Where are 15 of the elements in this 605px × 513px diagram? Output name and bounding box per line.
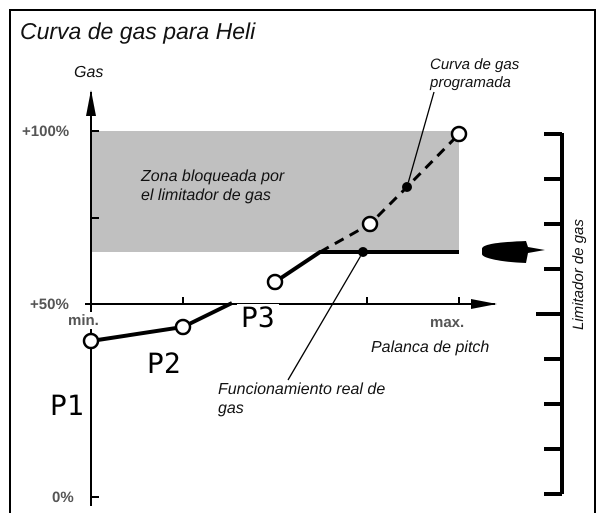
- axis-title: Gas: [74, 64, 104, 82]
- leader-line: [408, 92, 435, 182]
- tick-label: min.: [68, 312, 99, 329]
- blocked-zone: Zona bloqueada por el limitador de gas: [91, 131, 459, 252]
- tick-label: +50%: [30, 296, 69, 313]
- tick-label: +100%: [22, 123, 70, 140]
- callout-text: Curva de gas programada: [430, 56, 555, 92]
- curve-point: [358, 247, 368, 257]
- tick-label: max.: [430, 314, 464, 331]
- scale-title: Limitador de gas: [570, 219, 587, 330]
- callout-text: Funcionamiento real de gas: [218, 380, 398, 418]
- axis-title: Palanca de pitch: [371, 339, 490, 357]
- leader-line: [287, 256, 362, 380]
- tick-label: 0%: [52, 489, 74, 506]
- diagram-title: Curva de gas para Heli: [20, 18, 256, 45]
